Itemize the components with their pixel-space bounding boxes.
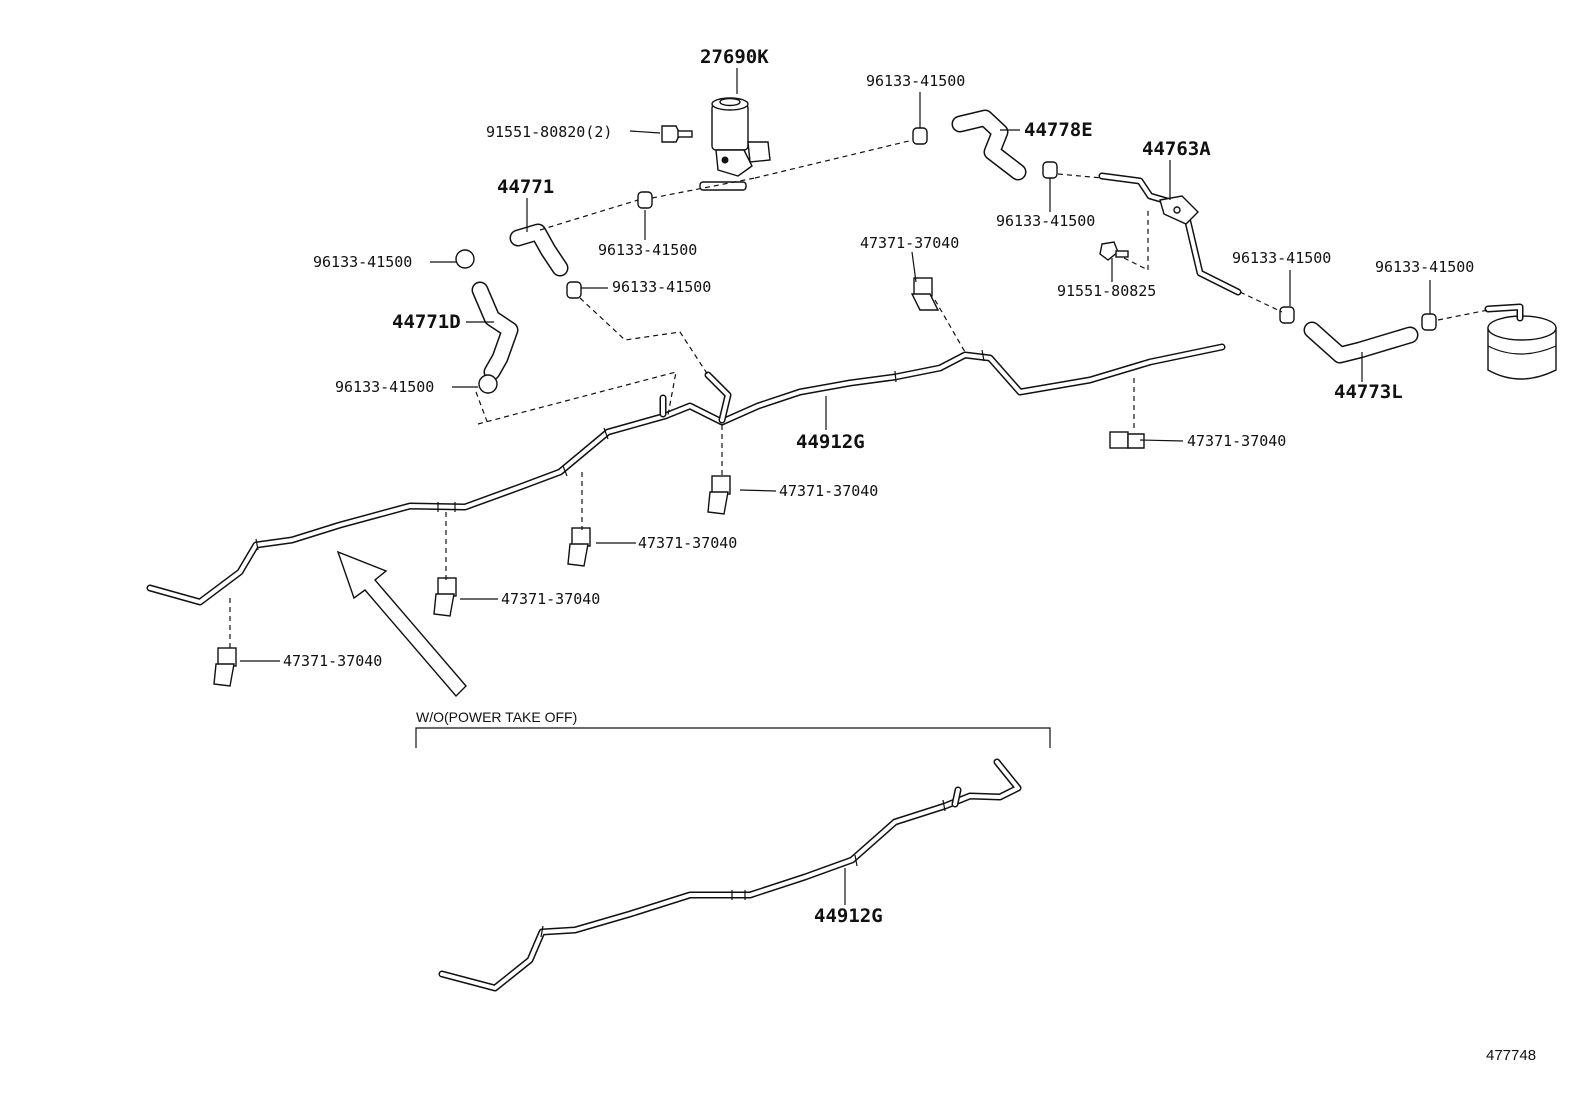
bolt-91551-80820[interactable] [661, 125, 693, 143]
label-clip-g: 96133-41500 [612, 278, 711, 296]
label-clamp-1: 47371-37040 [860, 234, 959, 252]
alt-vacuum-pipe[interactable] [438, 758, 1022, 992]
label-variant-note: W/O(POWER TAKE OFF) [416, 709, 577, 725]
hose-44773l[interactable] [1303, 321, 1419, 364]
hose-44771d[interactable] [471, 281, 519, 381]
label-clip-d: 96133-41500 [313, 253, 412, 271]
label-clip-f: 96133-41500 [1375, 258, 1474, 276]
label-clip-c: 96133-41500 [598, 241, 697, 259]
label-27690k: 27690K [700, 46, 769, 68]
hose-44771[interactable] [509, 223, 569, 277]
leader-lines [240, 68, 1431, 905]
label-clip-e: 96133-41500 [1232, 249, 1331, 267]
label-91551-80825: 91551-80825 [1057, 282, 1156, 300]
label-clamp-2: 47371-37040 [1187, 432, 1286, 450]
label-44771: 44771 [497, 176, 554, 198]
label-44773l: 44773L [1334, 381, 1403, 403]
charcoal-canister[interactable] [1484, 303, 1557, 380]
label-clip-b: 96133-41500 [996, 212, 1095, 230]
label-clamp-4: 47371-37040 [638, 534, 737, 552]
label-clamp-6: 47371-37040 [283, 652, 382, 670]
label-clip-a: 96133-41500 [866, 72, 965, 90]
part-labels: 27690K 91551-80820(2) 96133-41500 44778E… [283, 46, 1536, 1064]
label-44912g-main: 44912G [796, 431, 865, 453]
pipe-clamps[interactable] [213, 277, 1145, 687]
assembly-lines [229, 139, 1489, 648]
view-direction-arrow [336, 550, 467, 698]
hose-44778e[interactable] [951, 109, 1027, 181]
label-clip-h: 96133-41500 [335, 378, 434, 396]
label-91551-80820: 91551-80820(2) [486, 123, 612, 141]
label-clamp-3: 47371-37040 [779, 482, 878, 500]
label-44771d: 44771D [392, 311, 461, 333]
vsv-valve[interactable] [699, 97, 771, 191]
diagram-ref-number: 477748 [1486, 1047, 1536, 1064]
label-44763a: 44763A [1142, 138, 1211, 160]
variant-bracket [415, 727, 1051, 748]
main-vacuum-pipe[interactable] [146, 343, 1226, 606]
label-44912g-alt: 44912G [814, 905, 883, 927]
label-clamp-5: 47371-37040 [501, 590, 600, 608]
upper-pipe-44763a[interactable] [1098, 172, 1242, 296]
label-44778e: 44778E [1024, 119, 1093, 141]
hose-clips[interactable] [455, 127, 1437, 394]
